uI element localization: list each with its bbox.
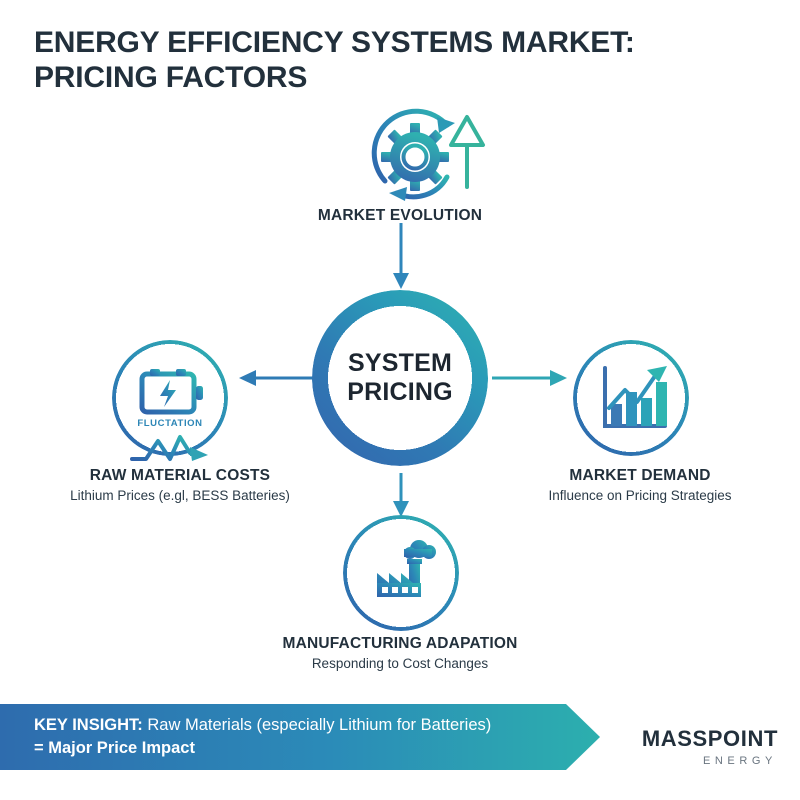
connector-arrow-right [492,370,567,386]
manufacturing-subtitle: Responding to Cost Changes [311,656,489,671]
factory-icon [343,515,459,631]
logo-tagline: ENERGY [702,755,777,767]
key-insight-line-2: = Major Price Impact [34,737,491,760]
key-insight-text: KEY INSIGHT: Raw Materials (especially L… [0,714,491,761]
key-insight-line-1: KEY INSIGHT: Raw Materials (especially L… [34,714,491,737]
manufacturing-icon-circle[interactable] [343,515,459,631]
pricing-factors-diagram: SYSTEM PRICING [0,95,800,685]
gear-cycle-arrow-icon [371,108,485,201]
connector-arrow-left [239,370,314,386]
raw-material-icon-circle[interactable]: FLUCTATION [112,340,228,456]
battery-fluctuation-icon: FLUCTATION [112,340,228,456]
masspoint-energy-logo: MASSPOINT ENERGY [642,728,778,767]
connector-arrow-top [393,223,409,289]
key-insight-label: KEY INSIGHT: [34,715,143,734]
hub-label-line-2: PRICING [347,378,453,406]
hub-system-pricing[interactable]: SYSTEM PRICING [312,290,488,466]
key-insight-body: Raw Materials (especially Lithium for Ba… [142,715,492,734]
svg-text:FLUCTATION: FLUCTATION [137,418,202,429]
market-evolution-label: MARKET EVOLUTION [250,207,550,225]
hub-label-line-1: SYSTEM [348,348,452,377]
page-title-line-2: PRICING FACTORS [34,60,308,94]
market-demand-label: MARKET DEMAND Influence on Pricing Strat… [480,467,800,503]
market-evolution-title: MARKET EVOLUTION [317,207,483,224]
manufacturing-label: MANUFACTURING ADAPATION Responding to Co… [250,635,550,671]
page-title-line-1: ENERGY EFFICIENCY SYSTEMS MARKET: [34,26,635,59]
logo-wordmark: MASSPOINT [641,726,778,751]
raw-material-subtitle: Lithium Prices (e.gl, BESS Batteries) [70,488,290,503]
market-demand-title: MARKET DEMAND [569,467,711,484]
hub-ring [312,290,488,466]
key-insight-conclusion: = Major Price Impact [34,739,195,757]
market-demand-subtitle: Influence on Pricing Strategies [548,488,732,503]
market-evolution-icon-group[interactable] [363,101,493,217]
connector-arrow-bottom [393,473,409,517]
page-title: ENERGY EFFICIENCY SYSTEMS MARKET: PRICIN… [34,26,734,96]
fluctuation-zigzag-icon [130,435,208,461]
key-insight-banner: KEY INSIGHT: Raw Materials (especially L… [0,704,600,770]
hub-label: SYSTEM PRICING [312,290,488,466]
growth-bar-chart-icon [573,340,689,456]
raw-material-label: RAW MATERIAL COSTS Lithium Prices (e.gl,… [20,467,340,503]
market-demand-icon-circle[interactable] [573,340,689,456]
raw-material-title: RAW MATERIAL COSTS [89,467,271,484]
manufacturing-title: MANUFACTURING ADAPATION [282,635,518,652]
